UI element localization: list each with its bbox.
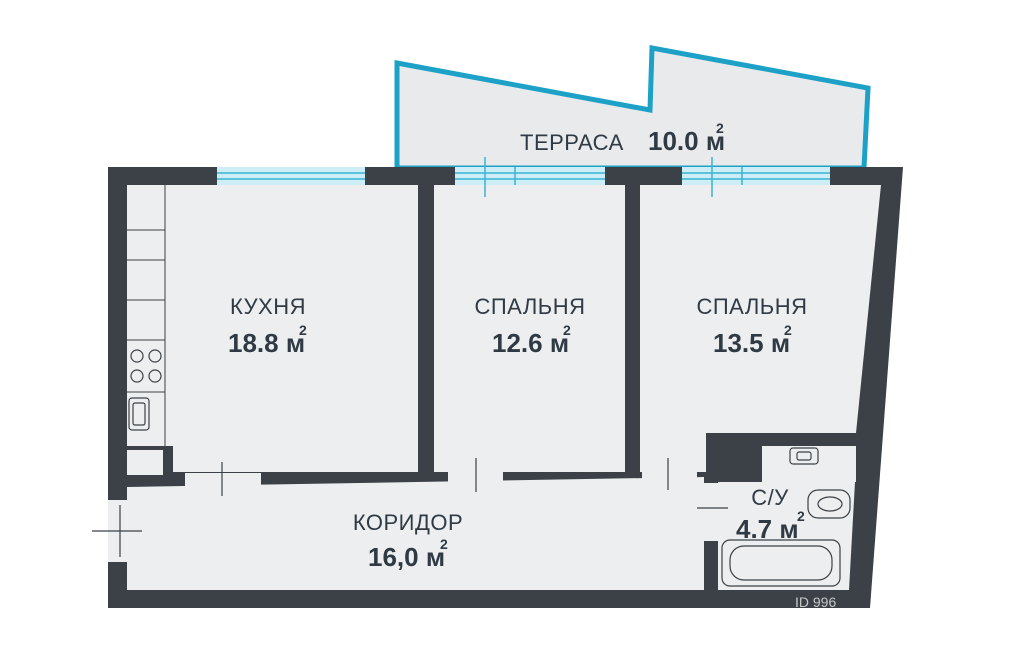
terrace-area-sup: 2 bbox=[716, 120, 724, 136]
bedroom2-window bbox=[682, 157, 830, 197]
stove-icon bbox=[130, 349, 162, 383]
kitchen-sink-icon bbox=[128, 397, 150, 431]
terrace-area-value: 10.0 м bbox=[648, 126, 725, 156]
washbasin-icon bbox=[807, 489, 851, 519]
bathroom-area-value: 4.7 м bbox=[736, 514, 799, 544]
bathroom-label: С/У bbox=[751, 485, 789, 510]
kitchen-window bbox=[217, 167, 365, 185]
bedroom2-label: СПАЛЬНЯ bbox=[696, 294, 807, 319]
bedroom1-area-value: 12.6 м bbox=[492, 328, 569, 358]
bedroom2-floor bbox=[640, 185, 881, 472]
kitchen-area-sup: 2 bbox=[299, 322, 307, 338]
kitchen-area-value: 18.8 м bbox=[228, 328, 305, 358]
bathroom-door bbox=[697, 483, 728, 541]
bedroom1-door bbox=[448, 458, 503, 492]
terrace-label: ТЕРРАСА bbox=[520, 130, 624, 155]
corridor-label: КОРИДОР bbox=[353, 510, 463, 535]
corridor-area-sup: 2 bbox=[440, 536, 448, 552]
bedroom2-area-value: 13.5 м bbox=[713, 328, 790, 358]
bedroom2-door bbox=[642, 458, 697, 490]
kitchen-counter bbox=[127, 185, 166, 446]
kitchen-cabinet bbox=[127, 450, 163, 475]
terrace-area bbox=[394, 45, 871, 171]
bedroom2-area-sup: 2 bbox=[784, 322, 792, 338]
corridor-floor bbox=[127, 477, 704, 590]
bedroom1-floor bbox=[434, 185, 625, 472]
entrance-door bbox=[92, 500, 142, 562]
kitchen-floor bbox=[127, 185, 418, 472]
corridor-area-value: 16,0 м bbox=[368, 542, 445, 572]
bedroom1-window bbox=[455, 157, 605, 197]
bedroom1-label: СПАЛЬНЯ bbox=[474, 294, 585, 319]
watermark-id: ID 996 bbox=[795, 594, 836, 610]
bathtub-icon bbox=[721, 539, 841, 587]
toilet-icon bbox=[789, 447, 819, 465]
bathroom-area-sup: 2 bbox=[797, 508, 805, 524]
kitchen-door bbox=[185, 462, 261, 496]
kitchen-label: КУХНЯ bbox=[230, 294, 306, 319]
bedroom1-area-sup: 2 bbox=[563, 322, 571, 338]
